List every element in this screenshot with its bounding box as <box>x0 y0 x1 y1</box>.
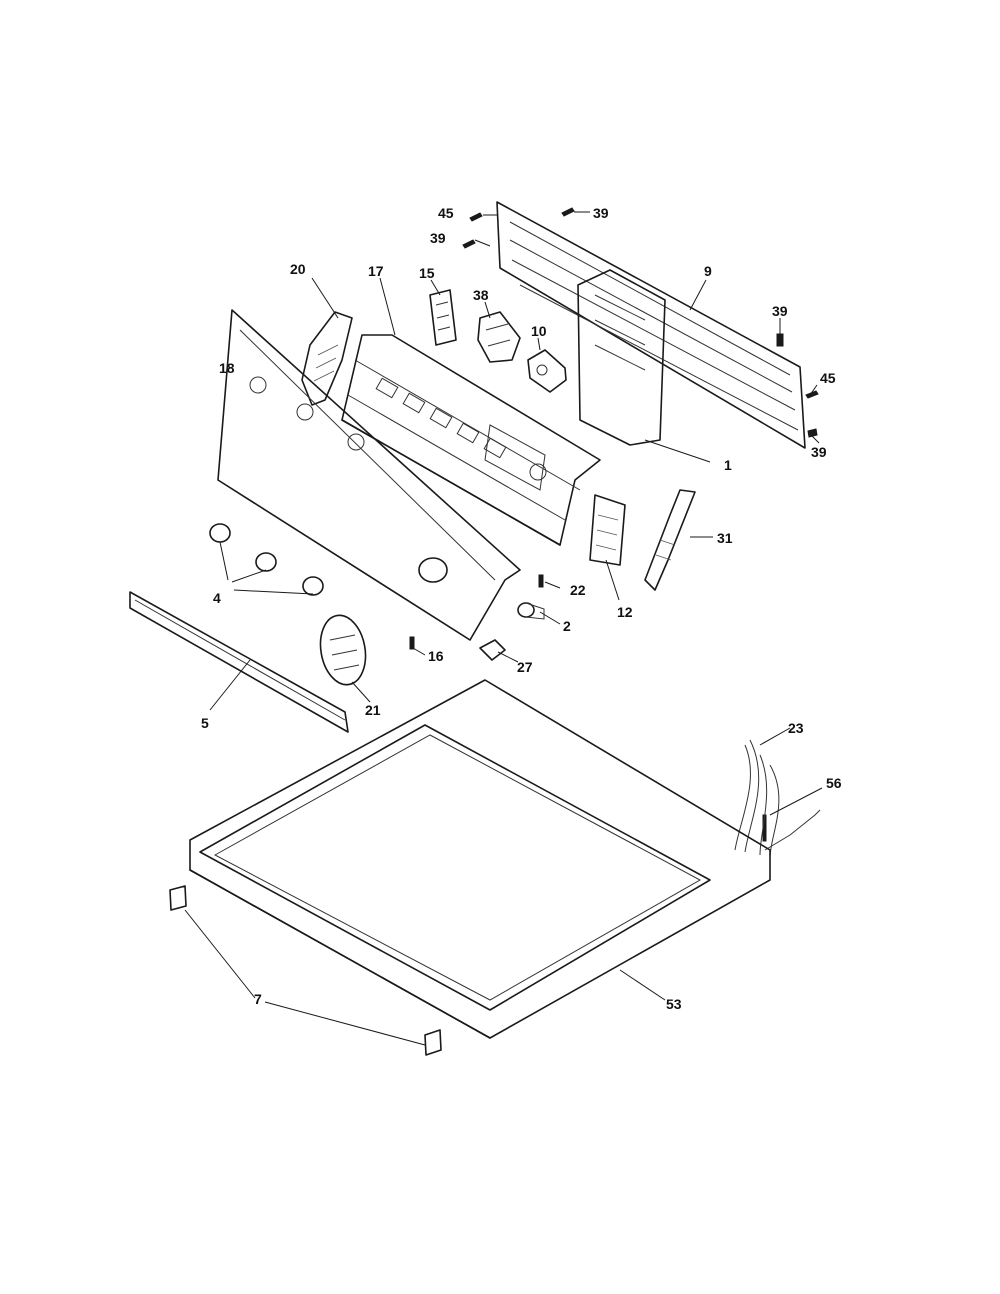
callout-39b: 39 <box>430 230 446 246</box>
callout-31: 31 <box>717 530 733 546</box>
callout-10: 10 <box>531 323 547 339</box>
callout-56: 56 <box>826 775 842 791</box>
callout-9: 9 <box>704 263 712 279</box>
part-21-dial-knob <box>319 614 367 686</box>
callout-22: 22 <box>570 582 586 598</box>
callout-38: 38 <box>473 287 489 303</box>
screw-39b <box>462 239 476 249</box>
callout-15: 15 <box>419 265 435 281</box>
callout-53: 53 <box>666 996 682 1012</box>
callout-23: 23 <box>788 720 804 736</box>
callout-5: 5 <box>201 715 209 731</box>
callout-16: 16 <box>428 648 444 664</box>
callout-12: 12 <box>617 604 633 620</box>
callout-2: 2 <box>563 618 571 634</box>
callout-4: 4 <box>213 590 221 606</box>
callout-7: 7 <box>254 991 262 1007</box>
callout-21: 21 <box>365 702 381 718</box>
part-4-knobs <box>209 523 324 596</box>
callout-labels: 45 39 39 9 39 45 39 20 17 15 38 10 18 1 … <box>201 205 842 1012</box>
part-27-button <box>479 639 506 661</box>
part-17-control-panel <box>341 334 601 546</box>
part-10-timer <box>527 349 567 393</box>
screw-39c <box>776 333 784 347</box>
part-38-bracket <box>477 311 521 363</box>
part-7-hinges <box>169 885 442 1056</box>
screw-39d <box>807 428 818 438</box>
part-9-back-panel <box>496 201 806 449</box>
screw-22 <box>538 574 544 588</box>
callout-45b: 45 <box>820 370 836 386</box>
part-15-switch <box>429 289 457 346</box>
part-20-end-cap <box>301 311 353 406</box>
callout-39c: 39 <box>772 303 788 319</box>
callout-18: 18 <box>219 360 235 376</box>
callout-39a: 39 <box>593 205 609 221</box>
part-23-wire-harness <box>734 739 821 859</box>
callout-39d: 39 <box>811 444 827 460</box>
part-1-rear-module <box>577 269 666 446</box>
leader-lines <box>184 211 823 1046</box>
screw-16 <box>409 636 415 650</box>
screw-45b <box>805 390 819 399</box>
part-53-top-cover <box>189 679 771 1039</box>
screw-45a <box>469 212 483 222</box>
part-2-knob <box>517 602 545 620</box>
part-5-trim-strip <box>129 591 349 733</box>
screw-group <box>409 207 819 842</box>
callout-27: 27 <box>517 659 533 675</box>
part-12-bracket <box>589 494 626 566</box>
part-31-end-cap <box>644 489 696 591</box>
callout-45a: 45 <box>438 205 454 221</box>
callout-20: 20 <box>290 261 306 277</box>
callout-1: 1 <box>724 457 732 473</box>
part-18-console-panel <box>217 309 547 641</box>
callout-17: 17 <box>368 263 384 279</box>
screw-39a <box>561 207 575 217</box>
